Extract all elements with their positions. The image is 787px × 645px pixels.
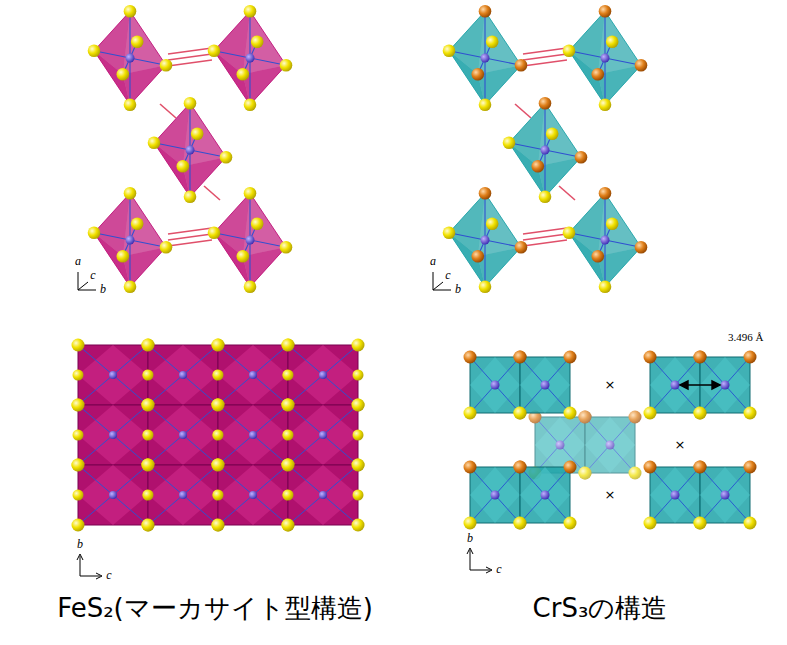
axis-label: c <box>496 563 501 576</box>
structure-caption: CrS₃の構造 <box>533 594 668 623</box>
axis-label: b <box>77 538 83 551</box>
dimension-label: 3.496 Å <box>728 331 763 343</box>
vacancy-mark: × <box>605 488 616 502</box>
axis-label: a <box>75 255 81 268</box>
fes2-perspective <box>78 5 292 293</box>
fes2-projection <box>72 339 365 580</box>
crs3-perspective <box>433 5 647 293</box>
axis-label: b <box>455 283 461 296</box>
axis-label: a <box>430 255 436 268</box>
vacancy-mark: × <box>675 438 686 452</box>
axis-label: c <box>90 269 95 282</box>
crs3-projection <box>464 351 757 574</box>
axis-label: c <box>106 569 111 582</box>
axis-label: b <box>100 283 106 296</box>
axis-label: c <box>445 269 450 282</box>
structure-caption: FeS₂(マーカサイト型構造) <box>57 594 373 623</box>
axis-label: b <box>467 532 473 545</box>
vacancy-mark: × <box>605 378 616 392</box>
